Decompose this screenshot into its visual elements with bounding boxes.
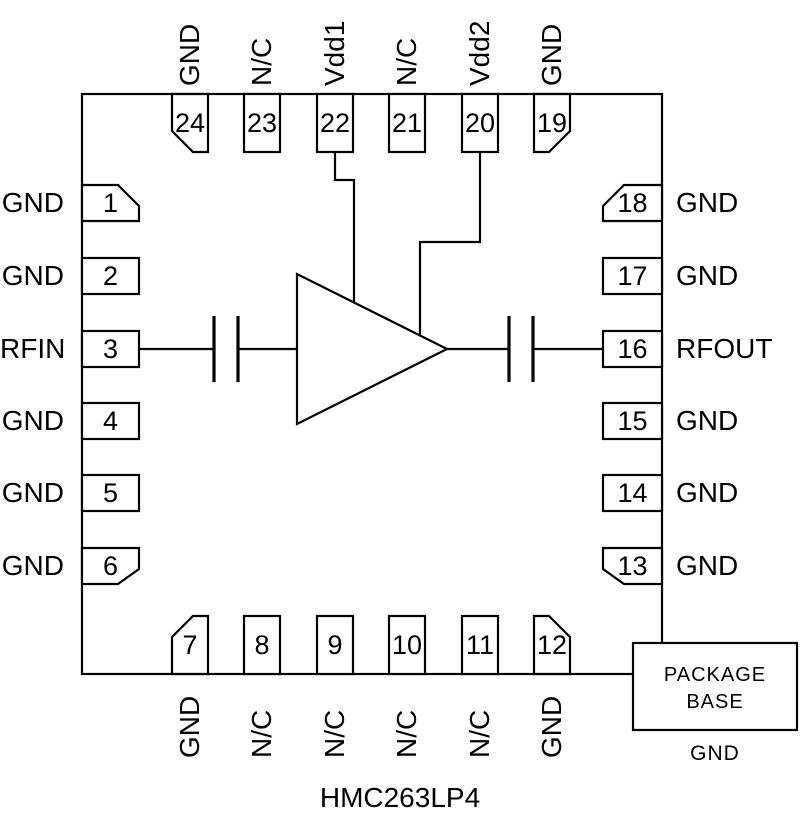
pin-14-function-label: GND: [676, 477, 739, 508]
pin-9-number: 9: [327, 629, 343, 660]
pin-18-number: 18: [617, 187, 648, 218]
pin-6-number: 6: [102, 550, 119, 581]
package-base-box: [631, 641, 799, 732]
pin-13-pad: [601, 546, 664, 586]
pin-19-function-label: GND: [536, 23, 567, 86]
pin-16-number: 16: [617, 333, 648, 364]
pin-21-pad: [387, 92, 427, 154]
pin-3-number: 3: [102, 333, 119, 364]
vdd1-wire: [333, 152, 356, 303]
pin-19-pad: [532, 92, 572, 154]
pin-12-number: 12: [536, 629, 568, 660]
pin-4-number: 4: [102, 405, 119, 436]
pin-20-number: 20: [464, 107, 496, 138]
amplifier-triangle: [295, 272, 450, 426]
pin-6-pad: [80, 546, 141, 586]
pin-2-pad: [80, 256, 141, 296]
input-coupling-capacitor: [212, 316, 240, 382]
pin-20-function-label: Vdd2: [464, 20, 495, 86]
pin-1-pad: [80, 183, 141, 223]
pin-17-pad: [601, 256, 664, 296]
pin-18-pad: [601, 183, 664, 223]
pin-10-function-label: N/C: [391, 709, 422, 758]
pin-23-function-label: N/C: [246, 37, 277, 86]
pin-6-function-label: GND: [1, 550, 64, 581]
pin-23-pad: [242, 92, 282, 154]
chip-outline: [80, 92, 664, 676]
pin-7-pad: [170, 614, 210, 676]
package-base-label: PACKAGE BASE: [633, 662, 797, 716]
pin-5-function-label: GND: [1, 477, 64, 508]
pin-14-number: 14: [617, 477, 648, 508]
pin-18-function-label: GND: [676, 187, 739, 218]
pin-17-function-label: GND: [676, 260, 739, 291]
pin-9-function-label: N/C: [319, 709, 350, 758]
pin-9-pad: [315, 614, 355, 676]
pin-11-function-label: N/C: [464, 709, 495, 758]
pin-16-function-label: RFOUT: [676, 333, 773, 364]
pin-15-function-label: GND: [676, 405, 739, 436]
pin-1-function-label: GND: [1, 187, 64, 218]
pin-2-number: 2: [102, 260, 119, 291]
pin-8-number: 8: [254, 629, 270, 660]
pin-24-pad: [170, 92, 210, 154]
pin-17-number: 17: [617, 260, 648, 291]
package-base-label-line2: BASE: [686, 691, 744, 713]
pin-11-number: 11: [465, 629, 495, 660]
package-base-label-line1: PACKAGE: [663, 664, 767, 686]
pin-22-function-label: Vdd1: [319, 20, 350, 86]
pin-15-pad: [601, 401, 664, 441]
pin-21-number: 21: [391, 107, 423, 138]
output-coupling-capacitor: [507, 316, 535, 382]
pin-14-pad: [601, 473, 664, 513]
pin-19-number: 19: [536, 107, 568, 138]
pin-1-number: 1: [102, 187, 119, 218]
pin-5-number: 5: [102, 477, 119, 508]
pin-21-function-label: N/C: [391, 37, 422, 86]
pin-12-function-label: GND: [536, 695, 567, 758]
pin-2-function-label: GND: [1, 260, 64, 291]
pin-3-pad: [80, 329, 141, 369]
part-number-title: HMC263LP4: [319, 782, 481, 813]
pin-4-pad: [80, 401, 141, 441]
package-base-ground-label: GND: [690, 742, 740, 765]
pin-13-number: 13: [617, 550, 648, 581]
pin-12-pad: [532, 614, 572, 676]
pin-7-number: 7: [182, 629, 198, 660]
pin-13-function-label: GND: [676, 550, 739, 581]
pin-7-function-label: GND: [174, 695, 205, 758]
pin-10-number: 10: [391, 629, 423, 660]
pin-5-pad: [80, 473, 141, 513]
vdd2-wire: [418, 152, 482, 336]
pin-23-number: 23: [246, 107, 278, 138]
pin-11-pad: [460, 614, 500, 676]
pin-8-function-label: N/C: [246, 709, 277, 758]
pin-22-number: 22: [319, 107, 351, 138]
pin-8-pad: [242, 614, 282, 676]
pin-24-function-label: GND: [174, 23, 205, 86]
pin-10-pad: [387, 614, 427, 676]
pin-15-number: 15: [617, 405, 648, 436]
pin-24-number: 24: [174, 107, 206, 138]
pin-4-function-label: GND: [1, 405, 64, 436]
pin-3-function-label: RFIN: [0, 333, 66, 364]
